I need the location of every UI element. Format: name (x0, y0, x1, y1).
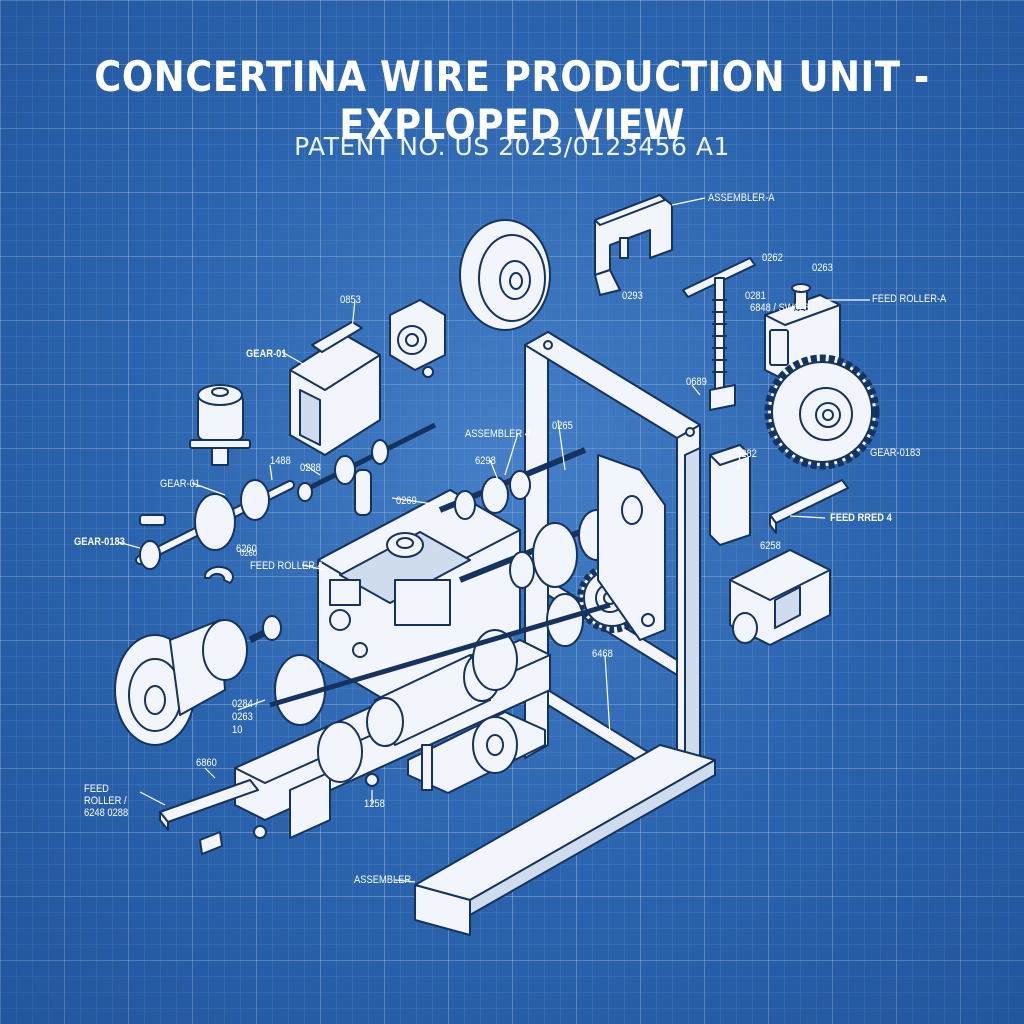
shaft-assembly-left (135, 479, 295, 584)
label-0262: 0262 (762, 252, 783, 264)
upper-shaft-center (438, 447, 587, 520)
label-0282: 0282 (736, 448, 757, 460)
label-assembler-4: ASSEMBLER 4 (465, 428, 530, 440)
motor-cylinder (189, 384, 251, 466)
clamp-block-right (729, 549, 831, 646)
diagram-title: CONCERTINA WIRE PRODUCTION UNIT - EXPLOP… (94, 52, 930, 150)
bearing-block (389, 299, 446, 378)
motor-large-left (114, 615, 282, 746)
label-0281: 0281 (745, 290, 766, 302)
label-1488: 1488 (270, 455, 291, 467)
label-gear-01-top: GEAR-01 (246, 348, 287, 360)
label-0689: 0689 (686, 376, 707, 388)
roller-cylinder-lower (269, 593, 611, 783)
flywheel-top (459, 219, 551, 331)
label-feed-roller-a: FEED ROLLER-A (872, 293, 947, 305)
label-6848: 6848 / SW628 (750, 302, 810, 314)
right-side-block (709, 444, 751, 546)
label-0260: 0260 (240, 548, 258, 558)
label-feed-roller-6: FEED ROLLER / 6248 0288 (84, 783, 129, 819)
label-gear-0183: GEAR-0183 (870, 447, 921, 459)
label-feed-red-4: FEED RRED 4 (830, 512, 892, 524)
label-6468: 6468 (592, 648, 613, 660)
label-0284: 0284 / 0263 10 (232, 698, 259, 736)
label-gear-01-mid: GEAR-01 (160, 478, 201, 490)
cam-plate (597, 454, 666, 641)
feed-bar-right (769, 479, 849, 534)
label-gear-0183-left: GEAR-0183 (74, 536, 125, 548)
lead-screw (682, 257, 756, 411)
label-0853: 0853 (340, 294, 361, 306)
label-6260: 6260 (236, 543, 257, 555)
label-0293: 0293 (622, 290, 643, 302)
motor-housing-left (289, 321, 381, 456)
shaft-pin-upper (297, 422, 437, 516)
patent-number: PATENT NO. US 2023/0123456 A1 (294, 132, 730, 161)
label-0265: 0265 (552, 420, 573, 432)
label-0269: 0269 (396, 495, 417, 507)
label-0288: 0288 (300, 462, 321, 474)
label-6298: 6298 (475, 455, 496, 467)
label-feed-roller-4: FEED ROLLER 4 (250, 560, 323, 572)
label-0263: 0263 (812, 262, 833, 274)
label-assembler-a: ASSEMBLER-A (708, 192, 775, 204)
large-gear-right (764, 354, 880, 470)
label-1258: 1258 (364, 798, 385, 810)
bracket-top (594, 194, 673, 296)
label-6860: 6860 (196, 757, 217, 769)
label-6258: 6258 (760, 540, 781, 552)
label-assembler-bottom: ASSEMBLER (354, 874, 412, 886)
support-bracket-lower (407, 711, 546, 794)
